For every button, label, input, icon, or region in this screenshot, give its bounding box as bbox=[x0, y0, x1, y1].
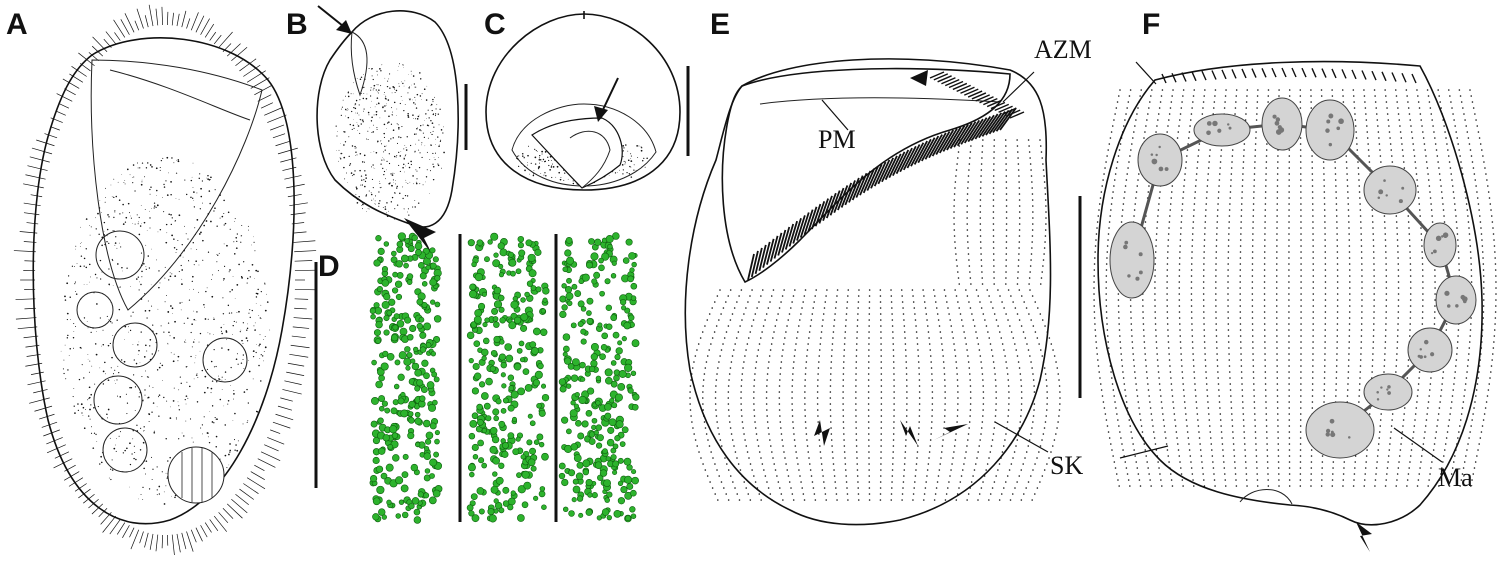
cell-body-e bbox=[684, 58, 1052, 526]
posterior-notch-f bbox=[1239, 489, 1293, 505]
panel-f: F Ma bbox=[1093, 8, 1497, 552]
label-azm: AZM bbox=[1034, 35, 1092, 64]
panel-letter-f: F bbox=[1142, 8, 1160, 41]
panel-letter-d: D bbox=[318, 250, 340, 283]
cilia-fringe-a bbox=[13, 4, 317, 556]
panel-letter-b: B bbox=[286, 8, 308, 41]
panel-c: C bbox=[484, 8, 690, 191]
stipple-b bbox=[335, 63, 445, 220]
arrow-icon bbox=[910, 70, 928, 86]
macronucleus-chain-a bbox=[76, 230, 248, 473]
paroral-membrane-e bbox=[759, 97, 1001, 105]
panel-d: D bbox=[318, 232, 640, 524]
arrowhead-icon bbox=[814, 420, 968, 446]
cell-body-a bbox=[32, 37, 295, 525]
leader-azm-e bbox=[1002, 71, 1035, 103]
adoral-zone-membranelles-e bbox=[747, 71, 1025, 281]
granule-fields-d bbox=[369, 232, 640, 524]
oral-groove-b bbox=[350, 31, 368, 97]
leader-sk-e bbox=[994, 421, 1049, 453]
arrowhead-icon bbox=[1356, 522, 1372, 552]
somatic-kineties-e bbox=[689, 139, 1061, 501]
oral-cavity-a bbox=[90, 59, 263, 311]
cytoplasm-c bbox=[511, 103, 657, 187]
stipple-a bbox=[60, 156, 271, 505]
arrow-icon bbox=[594, 77, 619, 122]
panel-letter-a: A bbox=[6, 8, 28, 41]
cell-body-b bbox=[316, 10, 459, 228]
leader-pm-e bbox=[821, 99, 849, 131]
cell-cross-section-c bbox=[485, 13, 681, 191]
label-ma: Ma bbox=[1438, 463, 1473, 492]
arrow-icon bbox=[317, 5, 352, 34]
leader-ma-f bbox=[1393, 427, 1443, 463]
macronucleus-chain-f bbox=[1109, 97, 1477, 459]
arrowhead-icon bbox=[404, 218, 436, 254]
leader-sk-f bbox=[1119, 445, 1169, 459]
peristome-a bbox=[109, 69, 251, 121]
panel-b: B bbox=[286, 5, 468, 254]
adoral-zone-edge-f bbox=[1161, 67, 1417, 84]
panel-letter-c: C bbox=[484, 8, 506, 41]
panel-letter-e: E bbox=[710, 8, 730, 41]
panel-e: E AZM PM SK bbox=[684, 8, 1092, 526]
cell-body-f bbox=[1097, 60, 1483, 526]
lip-c bbox=[569, 130, 611, 189]
leader-azm-f bbox=[1135, 61, 1157, 85]
label-sk: SK bbox=[1050, 451, 1083, 480]
label-pm: PM bbox=[818, 125, 856, 154]
contractile-vacuole-a bbox=[167, 446, 225, 504]
panel-a: A bbox=[6, 4, 318, 556]
